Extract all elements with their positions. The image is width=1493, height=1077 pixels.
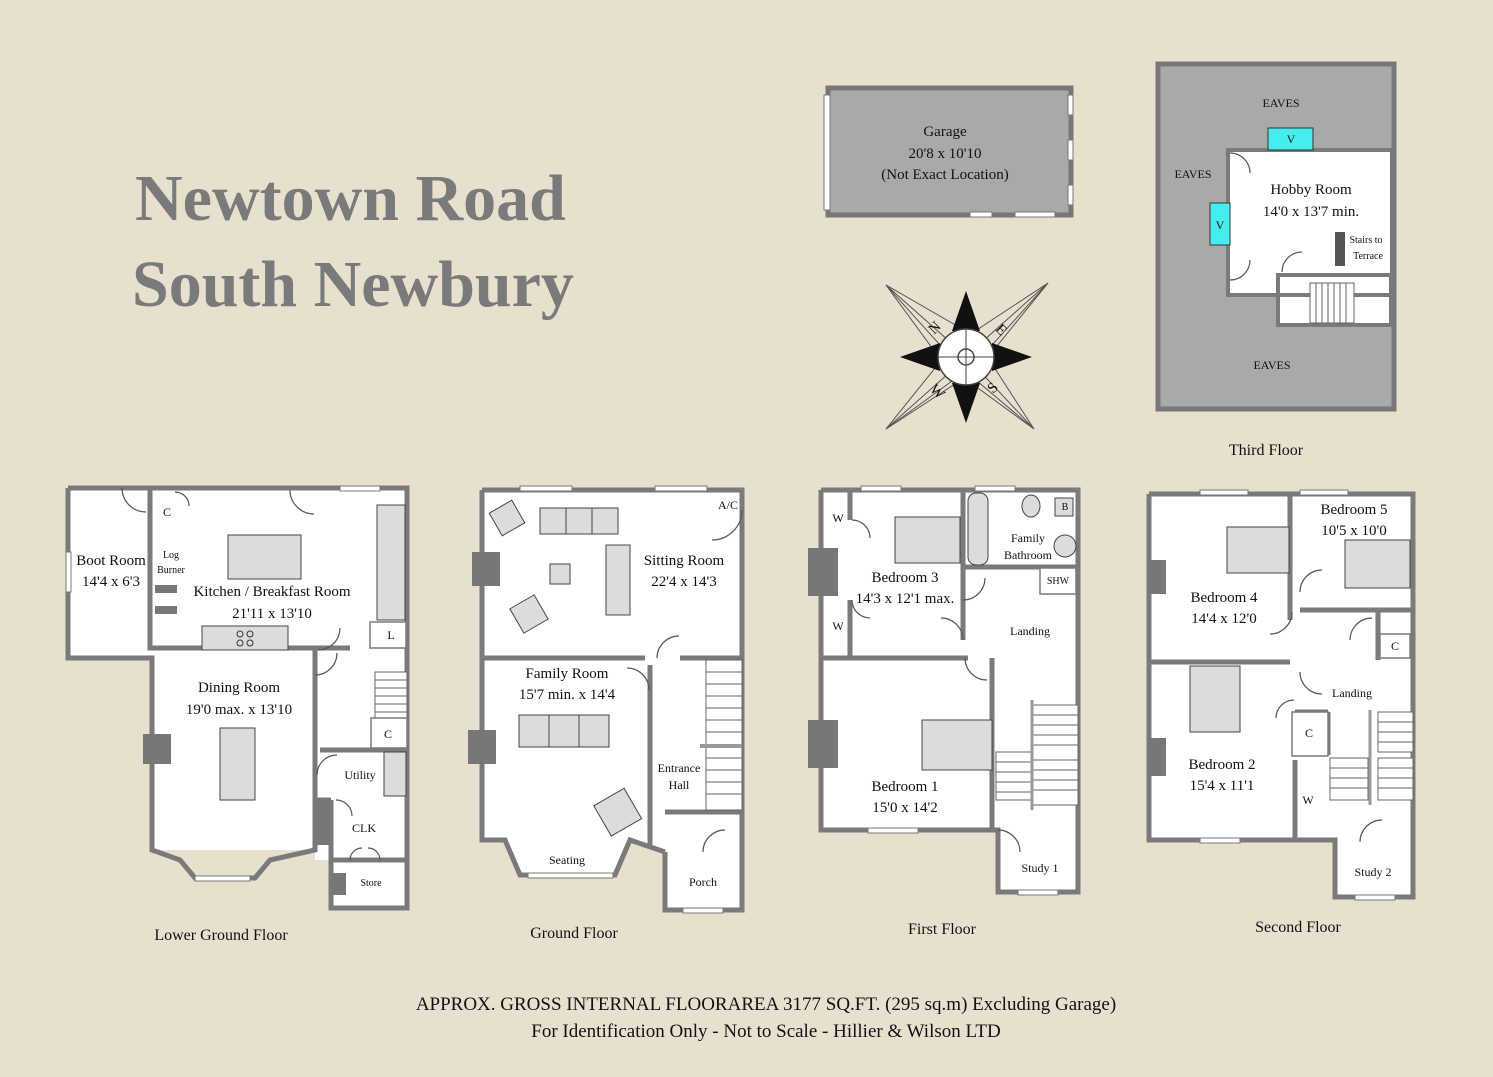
porch: Porch [689, 875, 717, 889]
first-floor-plan: W W Bedroom 3 14'3 x 12'1 max. Family Ba… [808, 485, 1081, 938]
stairs-terrace-2: Terrace [1353, 251, 1383, 262]
sf-landing: Landing [1332, 686, 1372, 700]
dining-room-size: 19'0 max. x 13'10 [186, 702, 292, 718]
title-line-1: Newtown Road [135, 162, 566, 235]
larder: L [387, 628, 394, 642]
compass-rose: N E S W [885, 282, 1049, 430]
shower: SHW [1047, 576, 1070, 587]
sf-wardrobe: W [1302, 793, 1314, 807]
footer-area: APPROX. GROSS INTERNAL FLOORAREA 3177 SQ… [416, 994, 1116, 1015]
family-room-name: Family Room [526, 666, 609, 682]
bedroom-2-name: Bedroom 2 [1188, 757, 1255, 773]
kitchen-size: 21'11 x 13'10 [232, 606, 312, 622]
velux-top: V [1287, 132, 1296, 146]
log-burner-1: Log [163, 550, 179, 561]
bedroom-1-size: 15'0 x 14'2 [872, 800, 937, 816]
boot-room-name: Boot Room [76, 553, 146, 569]
seating: Seating [549, 853, 585, 867]
bathroom-1: Family [1011, 531, 1045, 545]
stairs-terrace-1: Stairs to [1349, 235, 1382, 246]
family-room-size: 15'7 min. x 14'4 [519, 687, 616, 703]
boot-room-size: 14'4 x 6'3 [82, 574, 140, 590]
entrance-hall-1: Entrance [658, 761, 701, 775]
store: Store [360, 878, 382, 889]
study-2: Study 2 [1354, 865, 1391, 879]
ff-wardrobe-2: W [832, 619, 844, 633]
bedroom-4-size: 14'4 x 12'0 [1191, 611, 1256, 627]
footer-disclaimer: For Identification Only - Not to Scale -… [531, 1021, 1000, 1042]
sitting-room-name: Sitting Room [644, 553, 725, 569]
garage-name: Garage [923, 124, 967, 140]
sitting-room-size: 22'4 x 14'3 [651, 574, 716, 590]
ff-landing: Landing [1010, 624, 1050, 638]
eaves-bottom: EAVES [1253, 358, 1290, 372]
sf-cupboard-2: C [1305, 726, 1313, 740]
hobby-room-name: Hobby Room [1270, 182, 1352, 198]
second-floor-plan: Bedroom 5 10'5 x 10'0 Bedroom 4 14'4 x 1… [1146, 489, 1416, 936]
utility: Utility [344, 768, 375, 782]
ground-floor-caption: Ground Floor [530, 925, 618, 942]
eaves-left: EAVES [1174, 167, 1211, 181]
eaves-top: EAVES [1262, 96, 1299, 110]
first-floor-caption: First Floor [908, 921, 977, 938]
lg-cupboard: C [163, 505, 171, 519]
dining-room-name: Dining Room [198, 680, 280, 696]
hobby-room-size: 14'0 x 13'7 min. [1263, 204, 1359, 220]
velux-left: V [1216, 218, 1225, 232]
garage-size: 20'8 x 10'10 [909, 146, 982, 162]
study-1: Study 1 [1021, 861, 1058, 875]
air-con: A/C [718, 498, 738, 512]
boiler: B [1062, 502, 1069, 513]
bathroom-2: Bathroom [1004, 548, 1053, 562]
lower-ground-floor-plan: Boot Room 14'4 x 6'3 C Log Burner Kitche… [65, 485, 410, 944]
bedroom-1-name: Bedroom 1 [871, 779, 938, 795]
garage-note: (Not Exact Location) [881, 167, 1008, 183]
lg-cupboard-2: C [384, 727, 392, 741]
bedroom-3-size: 14'3 x 12'1 max. [856, 591, 955, 607]
sf-cupboard-1: C [1391, 639, 1399, 653]
ground-floor-plan: A/C Sitting Room 22'4 x 14'3 Family Room… [468, 485, 745, 942]
title-line-2: South Newbury [132, 248, 574, 321]
third-floor-plan: V V EAVES EAVES EAVES Hobby Room 14'0 x … [1155, 61, 1397, 459]
bedroom-3-name: Bedroom 3 [871, 570, 938, 586]
bedroom-5-size: 10'5 x 10'0 [1321, 523, 1386, 539]
compass-e: E [992, 321, 1010, 339]
kitchen-name: Kitchen / Breakfast Room [193, 584, 350, 600]
second-floor-caption: Second Floor [1255, 919, 1341, 936]
garage: Garage 20'8 x 10'10 (Not Exact Location) [823, 85, 1074, 218]
clk: CLK [352, 821, 376, 835]
log-burner-2: Burner [157, 565, 185, 576]
bedroom-2-size: 15'4 x 11'1 [1190, 778, 1255, 794]
entrance-hall-2: Hall [669, 778, 690, 792]
lower-ground-caption: Lower Ground Floor [154, 927, 288, 944]
third-floor-caption: Third Floor [1229, 442, 1304, 459]
ff-wardrobe-1: W [832, 511, 844, 525]
bedroom-5-name: Bedroom 5 [1320, 502, 1387, 518]
bedroom-4-name: Bedroom 4 [1190, 590, 1258, 606]
